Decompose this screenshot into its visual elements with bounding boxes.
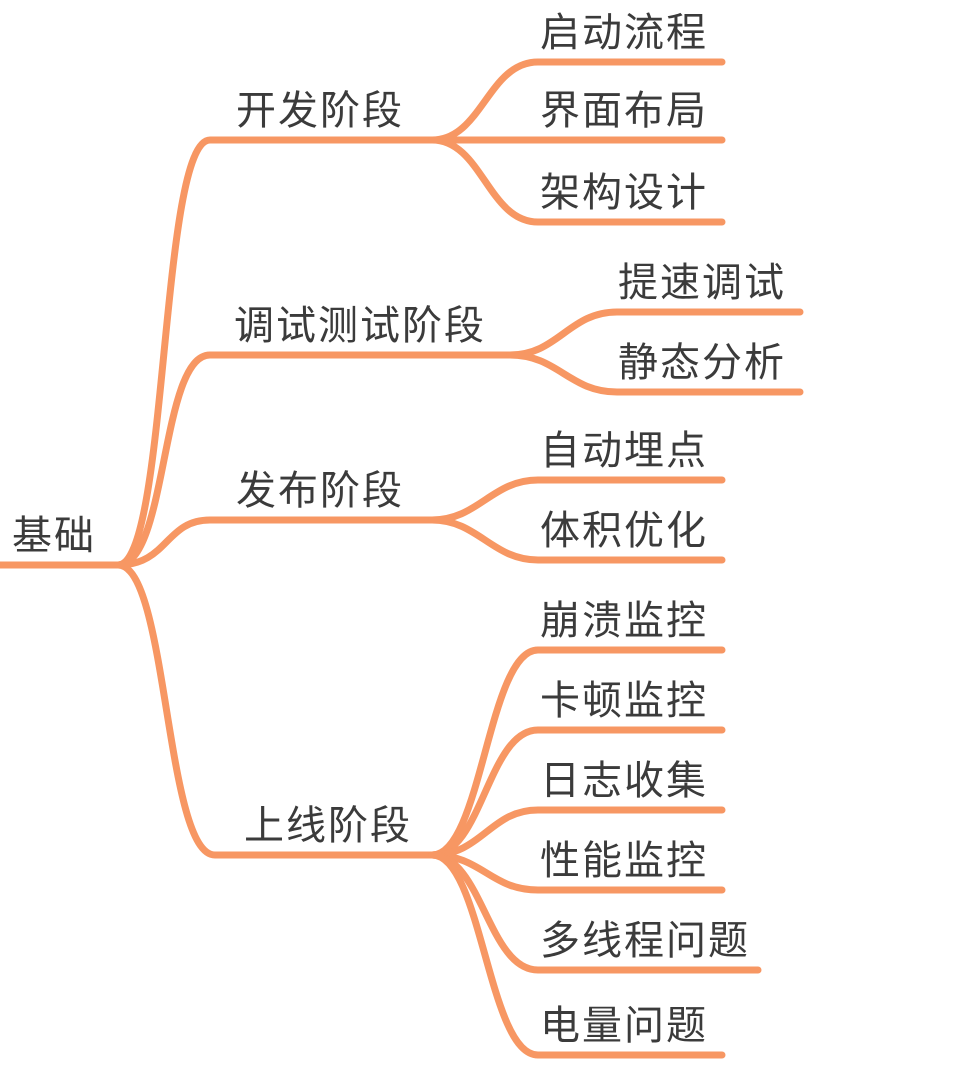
node-startup-flow[interactable]: 启动流程 bbox=[540, 10, 708, 56]
node-performance-monitor[interactable]: 性能监控 bbox=[540, 838, 708, 884]
node-root[interactable]: 基础 bbox=[12, 513, 96, 559]
edge-root-release bbox=[114, 516, 436, 569]
edge-debug-speedup bbox=[506, 308, 804, 359]
node-dev-phase[interactable]: 开发阶段 bbox=[236, 88, 404, 134]
node-crash-monitor[interactable]: 崩溃监控 bbox=[540, 598, 708, 644]
node-release-phase[interactable]: 发布阶段 bbox=[236, 468, 404, 514]
edge-release-tracking bbox=[428, 476, 726, 524]
edge-online-lag bbox=[428, 726, 726, 859]
node-architecture-design[interactable]: 架构设计 bbox=[540, 170, 708, 216]
node-size-optimization[interactable]: 体积优化 bbox=[540, 508, 708, 554]
node-log-collection[interactable]: 日志收集 bbox=[540, 758, 708, 804]
node-ui-layout[interactable]: 界面布局 bbox=[540, 88, 708, 134]
node-multithread-issues[interactable]: 多线程问题 bbox=[540, 918, 750, 964]
edge-dev-arch bbox=[428, 136, 726, 226]
edge-online-crash bbox=[428, 646, 726, 859]
edge-root-online bbox=[114, 561, 436, 859]
node-auto-tracking[interactable]: 自动埋点 bbox=[540, 428, 708, 474]
edge-root-dev bbox=[114, 136, 436, 569]
connector-lines bbox=[0, 58, 804, 1059]
node-online-phase[interactable]: 上线阶段 bbox=[244, 803, 412, 849]
edge-release-size bbox=[428, 516, 726, 564]
node-static-analysis[interactable]: 静态分析 bbox=[618, 340, 786, 386]
node-battery-issues[interactable]: 电量问题 bbox=[540, 1003, 708, 1049]
node-speedup-debug[interactable]: 提速调试 bbox=[618, 260, 786, 306]
edge-root-debug bbox=[114, 351, 514, 569]
edge-dev-startup bbox=[428, 58, 726, 144]
node-lag-monitor[interactable]: 卡顿监控 bbox=[540, 678, 708, 724]
edge-debug-static bbox=[506, 351, 804, 396]
node-debug-test-phase[interactable]: 调试测试阶段 bbox=[234, 303, 486, 349]
edge-online-log bbox=[428, 806, 726, 859]
edge-online-battery bbox=[428, 851, 726, 1059]
